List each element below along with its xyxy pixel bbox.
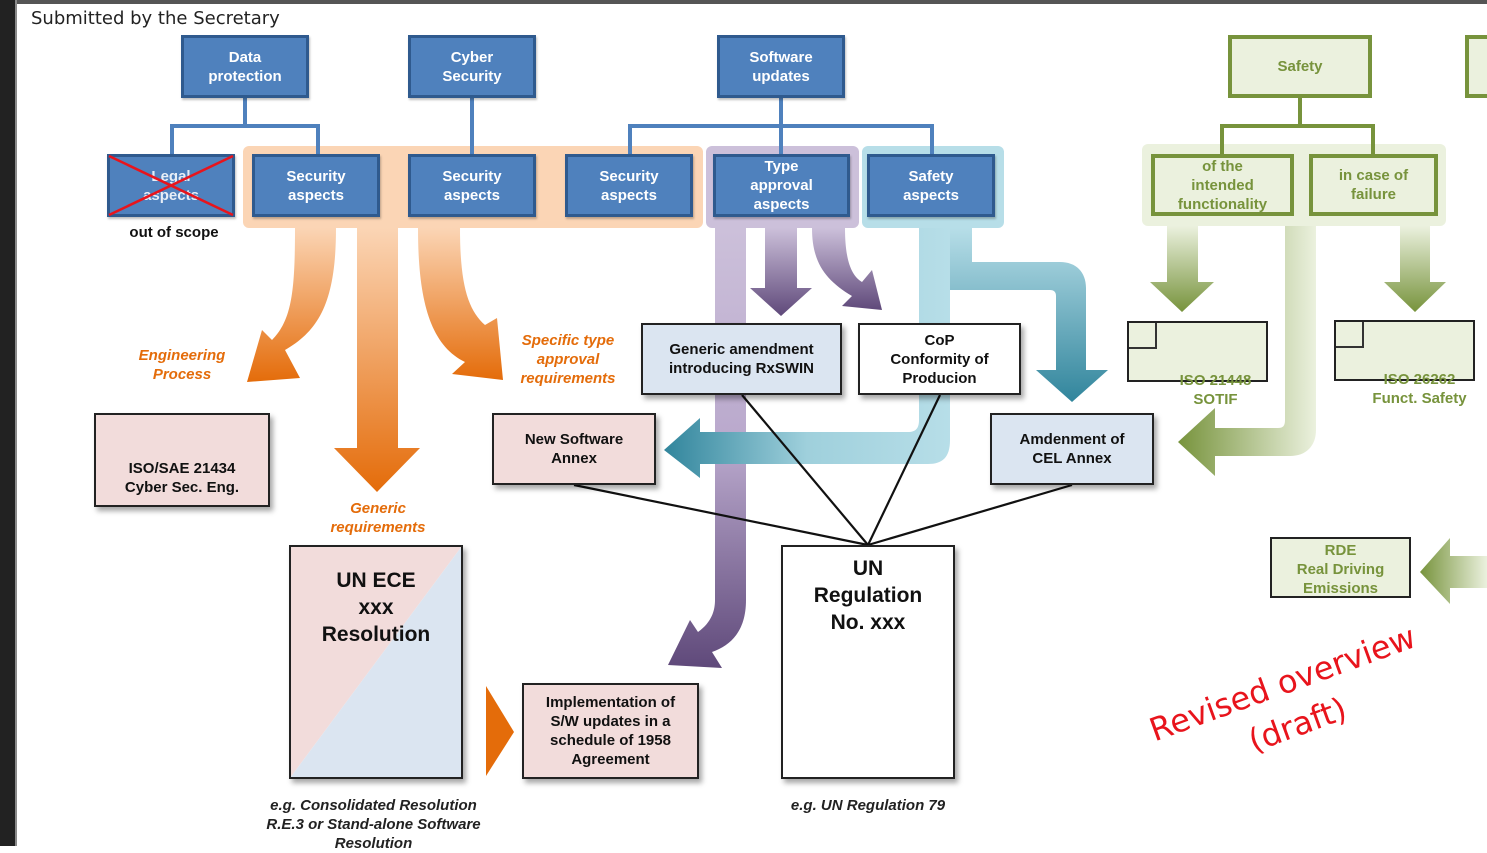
caption-resolution-example: e.g. Consolidated Resolution R.E.3 or St… <box>266 797 481 852</box>
sotif-arrow <box>1150 226 1214 312</box>
window-left-border <box>0 0 17 846</box>
engineering-process-arrow <box>247 228 336 382</box>
rxswin-arrow <box>750 228 812 316</box>
resolution-to-implementation-arrow <box>486 686 514 776</box>
tree-connectors-blue <box>170 97 934 158</box>
category-safety: Safety <box>1228 35 1372 98</box>
funct-safety-arrow <box>1384 226 1446 312</box>
doc-implementation-1958-agreement: Implementation of S/W updates in a sched… <box>522 683 699 779</box>
sub-intended-functionality: of the intended functionality <box>1151 154 1294 216</box>
label-engineering-process: Engineering Process <box>138 347 226 383</box>
generic-requirements-arrow <box>334 228 420 492</box>
category-software-updates: Software updates <box>717 35 845 98</box>
category-cyber-security: Cyber Security <box>408 35 536 98</box>
specific-type-approval-arrow <box>418 228 503 380</box>
category-data-protection: Data protection <box>181 35 309 98</box>
sub-security-aspects-cyber: Security aspects <box>408 154 536 217</box>
new-software-annex-arrow <box>664 228 950 478</box>
doc-amendment-cel-annex: Amdenment of CEL Annex <box>990 413 1154 485</box>
doc-un-ece-resolution: UN ECE xxx Resolution <box>289 545 463 779</box>
sub-safety-aspects: Safety aspects <box>867 154 995 217</box>
checkbox-icon <box>1336 322 1364 348</box>
sub-type-approval-aspects: Type approval aspects <box>713 154 850 217</box>
doc-un-regulation: UN Regulation No. xxx <box>781 545 955 779</box>
sub-in-case-of-failure: in case of failure <box>1309 154 1438 216</box>
rde-arrow <box>1420 538 1487 604</box>
label-generic-requirements: Generic requirements <box>330 500 426 536</box>
sub-security-aspects-software: Security aspects <box>565 154 693 217</box>
submitted-by-label: Submitted by the Secretary <box>31 8 280 29</box>
tree-connectors-green <box>1220 97 1375 156</box>
caption-regulation-example: e.g. UN Regulation 79 <box>790 797 946 814</box>
cop-arrow <box>812 228 882 310</box>
doc-rde-real-driving-emissions: RDE Real Driving Emissions <box>1270 537 1411 598</box>
doc-iso-21448-sotif: ISO 21448 SOTIF <box>1127 321 1268 408</box>
window-top-border <box>0 0 1487 4</box>
checkbox-icon <box>1129 323 1157 349</box>
doc-iso-21448-label: ISO 21448 SOTIF <box>1179 372 1252 408</box>
strike-out-cross-icon <box>108 154 234 217</box>
resolution-blue-half <box>290 546 462 778</box>
category-partial-offscreen <box>1465 35 1487 98</box>
doc-generic-amendment-rxswin: Generic amendment introducing RxSWIN <box>641 323 842 395</box>
doc-conformity-of-production: CoP Conformity of Producion <box>858 323 1021 395</box>
doc-iso-26262-funct-safety: ISO 26262 Funct. Safety <box>1334 320 1475 407</box>
doc-iso-26262-label: ISO 26262 Funct. Safety <box>1372 371 1467 407</box>
doc-iso-sae-21434: ISO/SAE 21434 Cyber Sec. Eng. <box>94 413 270 507</box>
label-specific-type-approval: Specific type approval requirements <box>520 332 616 387</box>
out-of-scope-note: out of scope <box>129 224 219 241</box>
cel-annex-arrow <box>950 228 1108 402</box>
sub-security-aspects-data-protection: Security aspects <box>252 154 380 217</box>
doc-new-software-annex: New Software Annex <box>492 413 656 485</box>
regulation-connector-lines <box>573 394 1073 547</box>
cel-annex-green-arrow <box>1178 226 1316 476</box>
